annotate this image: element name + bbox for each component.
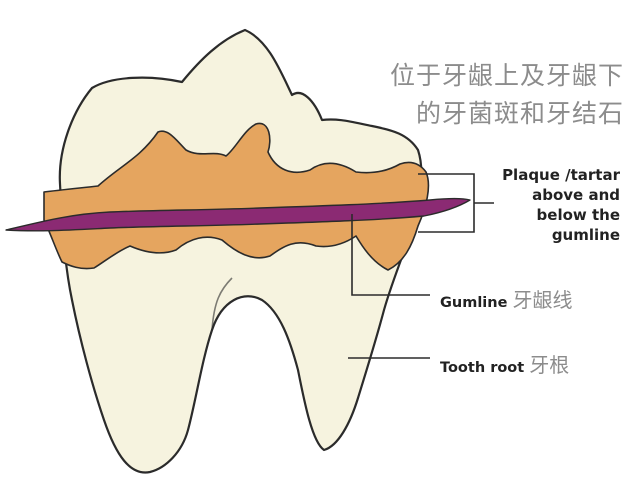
plaque-label-line-4: gumline <box>551 226 620 244</box>
plaque-label-line-3: below the <box>536 206 620 224</box>
gumline-band <box>5 197 471 232</box>
plaque-tartar-label: Plaque /tartar above and below the gumli… <box>470 165 620 245</box>
gumline-label-cn: 牙龈线 <box>512 288 573 312</box>
tooth-root-label-en: Tooth root <box>440 360 525 376</box>
gumline-label-en: Gumline <box>440 295 508 311</box>
gumline-leader-line <box>351 214 430 296</box>
plaque-label-line-2: above and <box>532 186 620 204</box>
leader-lines <box>348 173 494 359</box>
gumline-label: Gumline 牙龈线 <box>440 284 573 313</box>
chinese-title-line-2: 的牙菌斑和牙结石 <box>415 99 624 128</box>
tooth-root-label: Tooth root 牙根 <box>440 349 569 378</box>
chinese-title-line-1: 位于牙龈上及牙龈下 <box>389 61 624 90</box>
plaque-tartar-band <box>43 122 430 271</box>
tooth-root-label-cn: 牙根 <box>529 353 570 377</box>
root-contour <box>211 277 233 331</box>
plaque-label-line-1: Plaque /tartar <box>502 166 620 184</box>
